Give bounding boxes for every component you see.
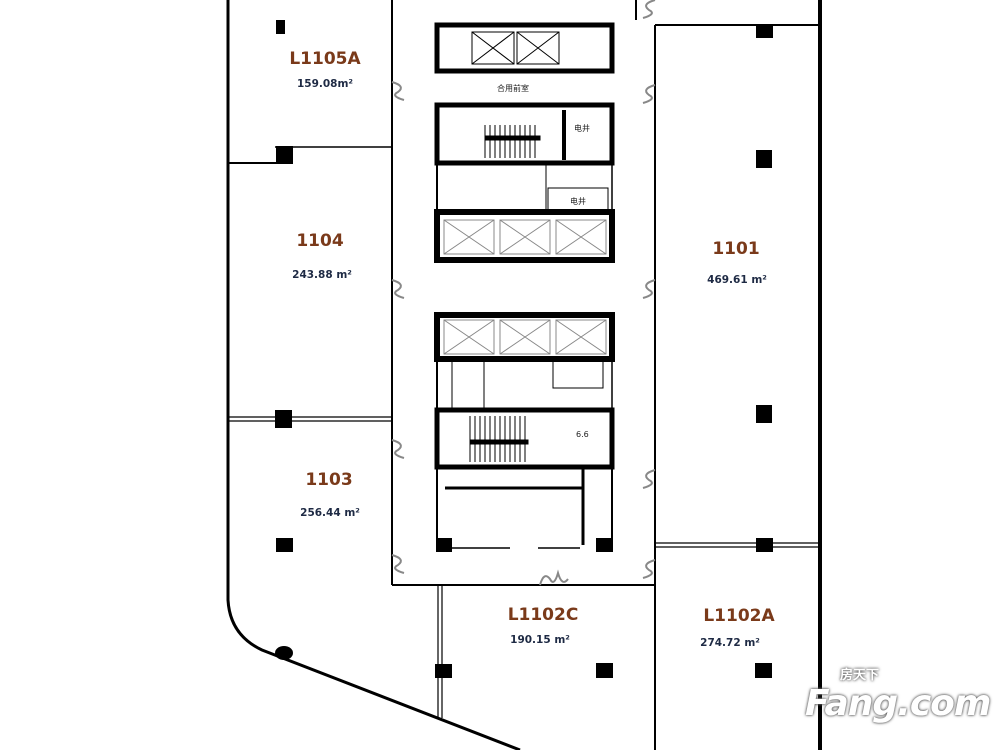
unit-area-1103: 256.44 m²	[300, 507, 360, 519]
elevators-bottom	[443, 319, 607, 355]
unit-area-l1105a: 159.08m²	[296, 78, 354, 90]
room-label-shaft-2: 电井	[570, 197, 586, 206]
partitions	[228, 24, 820, 718]
room-label-lobby: 合用前室	[497, 84, 529, 93]
fang-watermark-logo: 房天下 Fang.com	[805, 668, 995, 728]
stairs-bottom	[469, 416, 529, 462]
columns	[275, 20, 773, 678]
elevators-top-lower	[443, 219, 607, 255]
room-label-small-area: 6.6	[576, 430, 589, 439]
core-bottom	[434, 312, 615, 552]
watermark-cn: 房天下	[840, 668, 880, 683]
unit-label-1104: 1104	[296, 231, 344, 251]
unit-label-1101: 1101	[712, 239, 760, 259]
room-label-shaft-1: 电井	[574, 124, 590, 133]
unit-label-l1102a: L1102A	[703, 606, 775, 626]
watermark-en: Fang.com	[805, 683, 991, 724]
elevators-top	[471, 31, 560, 65]
unit-area-1101: 469.61 m²	[707, 274, 767, 286]
door-swings	[391, 0, 656, 586]
unit-label-l1105a: L1105A	[289, 49, 361, 69]
columns-core	[436, 538, 612, 552]
corridor-walls	[391, 0, 656, 750]
unit-area-l1102a: 274.72 m²	[700, 637, 760, 649]
unit-area-l1102c: 190.15 m²	[510, 634, 570, 646]
unit-label-1103: 1103	[305, 470, 353, 490]
unit-area-1104: 243.88 m²	[292, 269, 352, 281]
core-top	[434, 22, 615, 263]
outer-walls	[226, 0, 822, 750]
stairs-top	[484, 125, 541, 158]
unit-label-l1102c: L1102C	[507, 605, 579, 625]
